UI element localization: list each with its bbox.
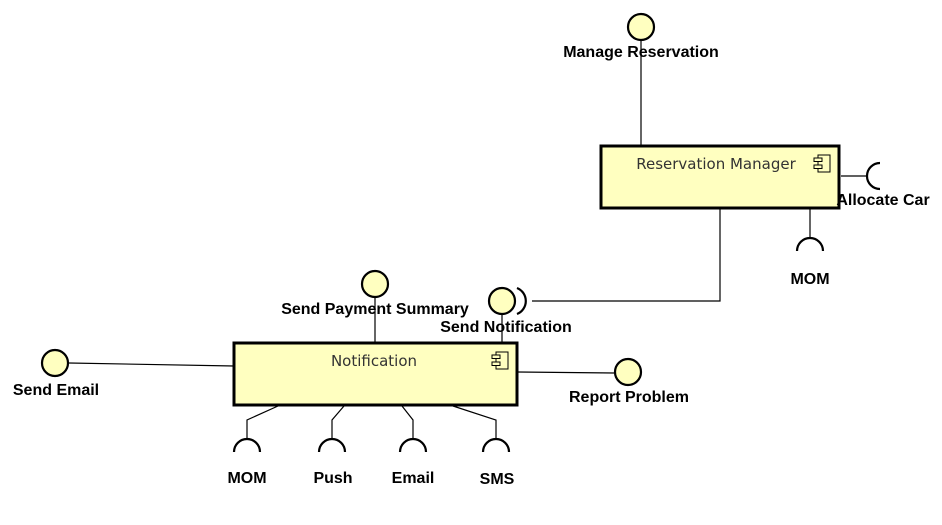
interface-label: Report Problem [569, 389, 689, 406]
interface-label: MOM [790, 271, 829, 288]
required-interface-email[interactable]: Email [392, 437, 435, 487]
wire-reservation-to-notification [532, 209, 721, 302]
provided-interface-icon [487, 286, 517, 316]
interface-label: Push [313, 470, 352, 487]
required-interface-socket-icon [398, 437, 428, 453]
provided-interface-icon [626, 12, 656, 42]
component-reservation-manager[interactable]: Reservation Manager [599, 144, 841, 210]
provided-interface-report-problem[interactable]: Report Problem [569, 357, 689, 406]
required-interface-push[interactable]: Push [313, 437, 353, 487]
interface-label: Email [392, 470, 435, 487]
wire-send-email [68, 362, 235, 367]
wire-mom-notification [246, 405, 279, 439]
interface-label: Allocate Car [836, 192, 929, 209]
component-icon [813, 154, 831, 173]
provided-interface-send-payment-summary[interactable]: Send Payment Summary [281, 269, 469, 318]
required-interface-mom-reservation[interactable]: MOM [790, 236, 830, 288]
required-interface-socket-icon [481, 437, 511, 453]
component-box [232, 341, 519, 407]
provided-interface-icon [360, 269, 390, 299]
interface-label: Send Notification [440, 319, 572, 336]
interface-label: Send Payment Summary [281, 301, 469, 318]
required-interface-socket-icon [865, 161, 881, 191]
provided-interface-icon [40, 348, 70, 378]
interface-label: Manage Reservation [563, 44, 719, 61]
required-interface-socket-icon [795, 236, 825, 252]
provided-interface-send-notification[interactable]: Send Notification [440, 286, 572, 336]
interface-label: MOM [227, 470, 266, 487]
provided-interface-send-email[interactable]: Send Email [13, 348, 99, 399]
wire-push [331, 405, 345, 439]
wire-report-problem [517, 371, 615, 374]
component-notification[interactable]: Notification [232, 341, 519, 407]
required-interface-socket-icon [232, 437, 262, 453]
provided-interface-manage-reservation[interactable]: Manage Reservation [563, 12, 719, 61]
component-name: Reservation Manager [636, 155, 796, 173]
required-interface-sms[interactable]: SMS [480, 437, 515, 488]
provided-interface-icon [613, 357, 643, 387]
required-interface-socket-icon [317, 437, 347, 453]
required-interface-mom-notification[interactable]: MOM [227, 437, 267, 487]
required-interface-allocate-car[interactable]: Allocate Car [836, 161, 930, 209]
wire-email [401, 405, 414, 439]
component-name: Notification [331, 352, 417, 370]
interface-label: Send Email [13, 382, 99, 399]
wire-sms [452, 405, 497, 439]
assembly-socket-icon [516, 286, 527, 316]
component-icon [491, 351, 509, 370]
interface-label: SMS [480, 471, 515, 488]
component-box [599, 144, 841, 210]
